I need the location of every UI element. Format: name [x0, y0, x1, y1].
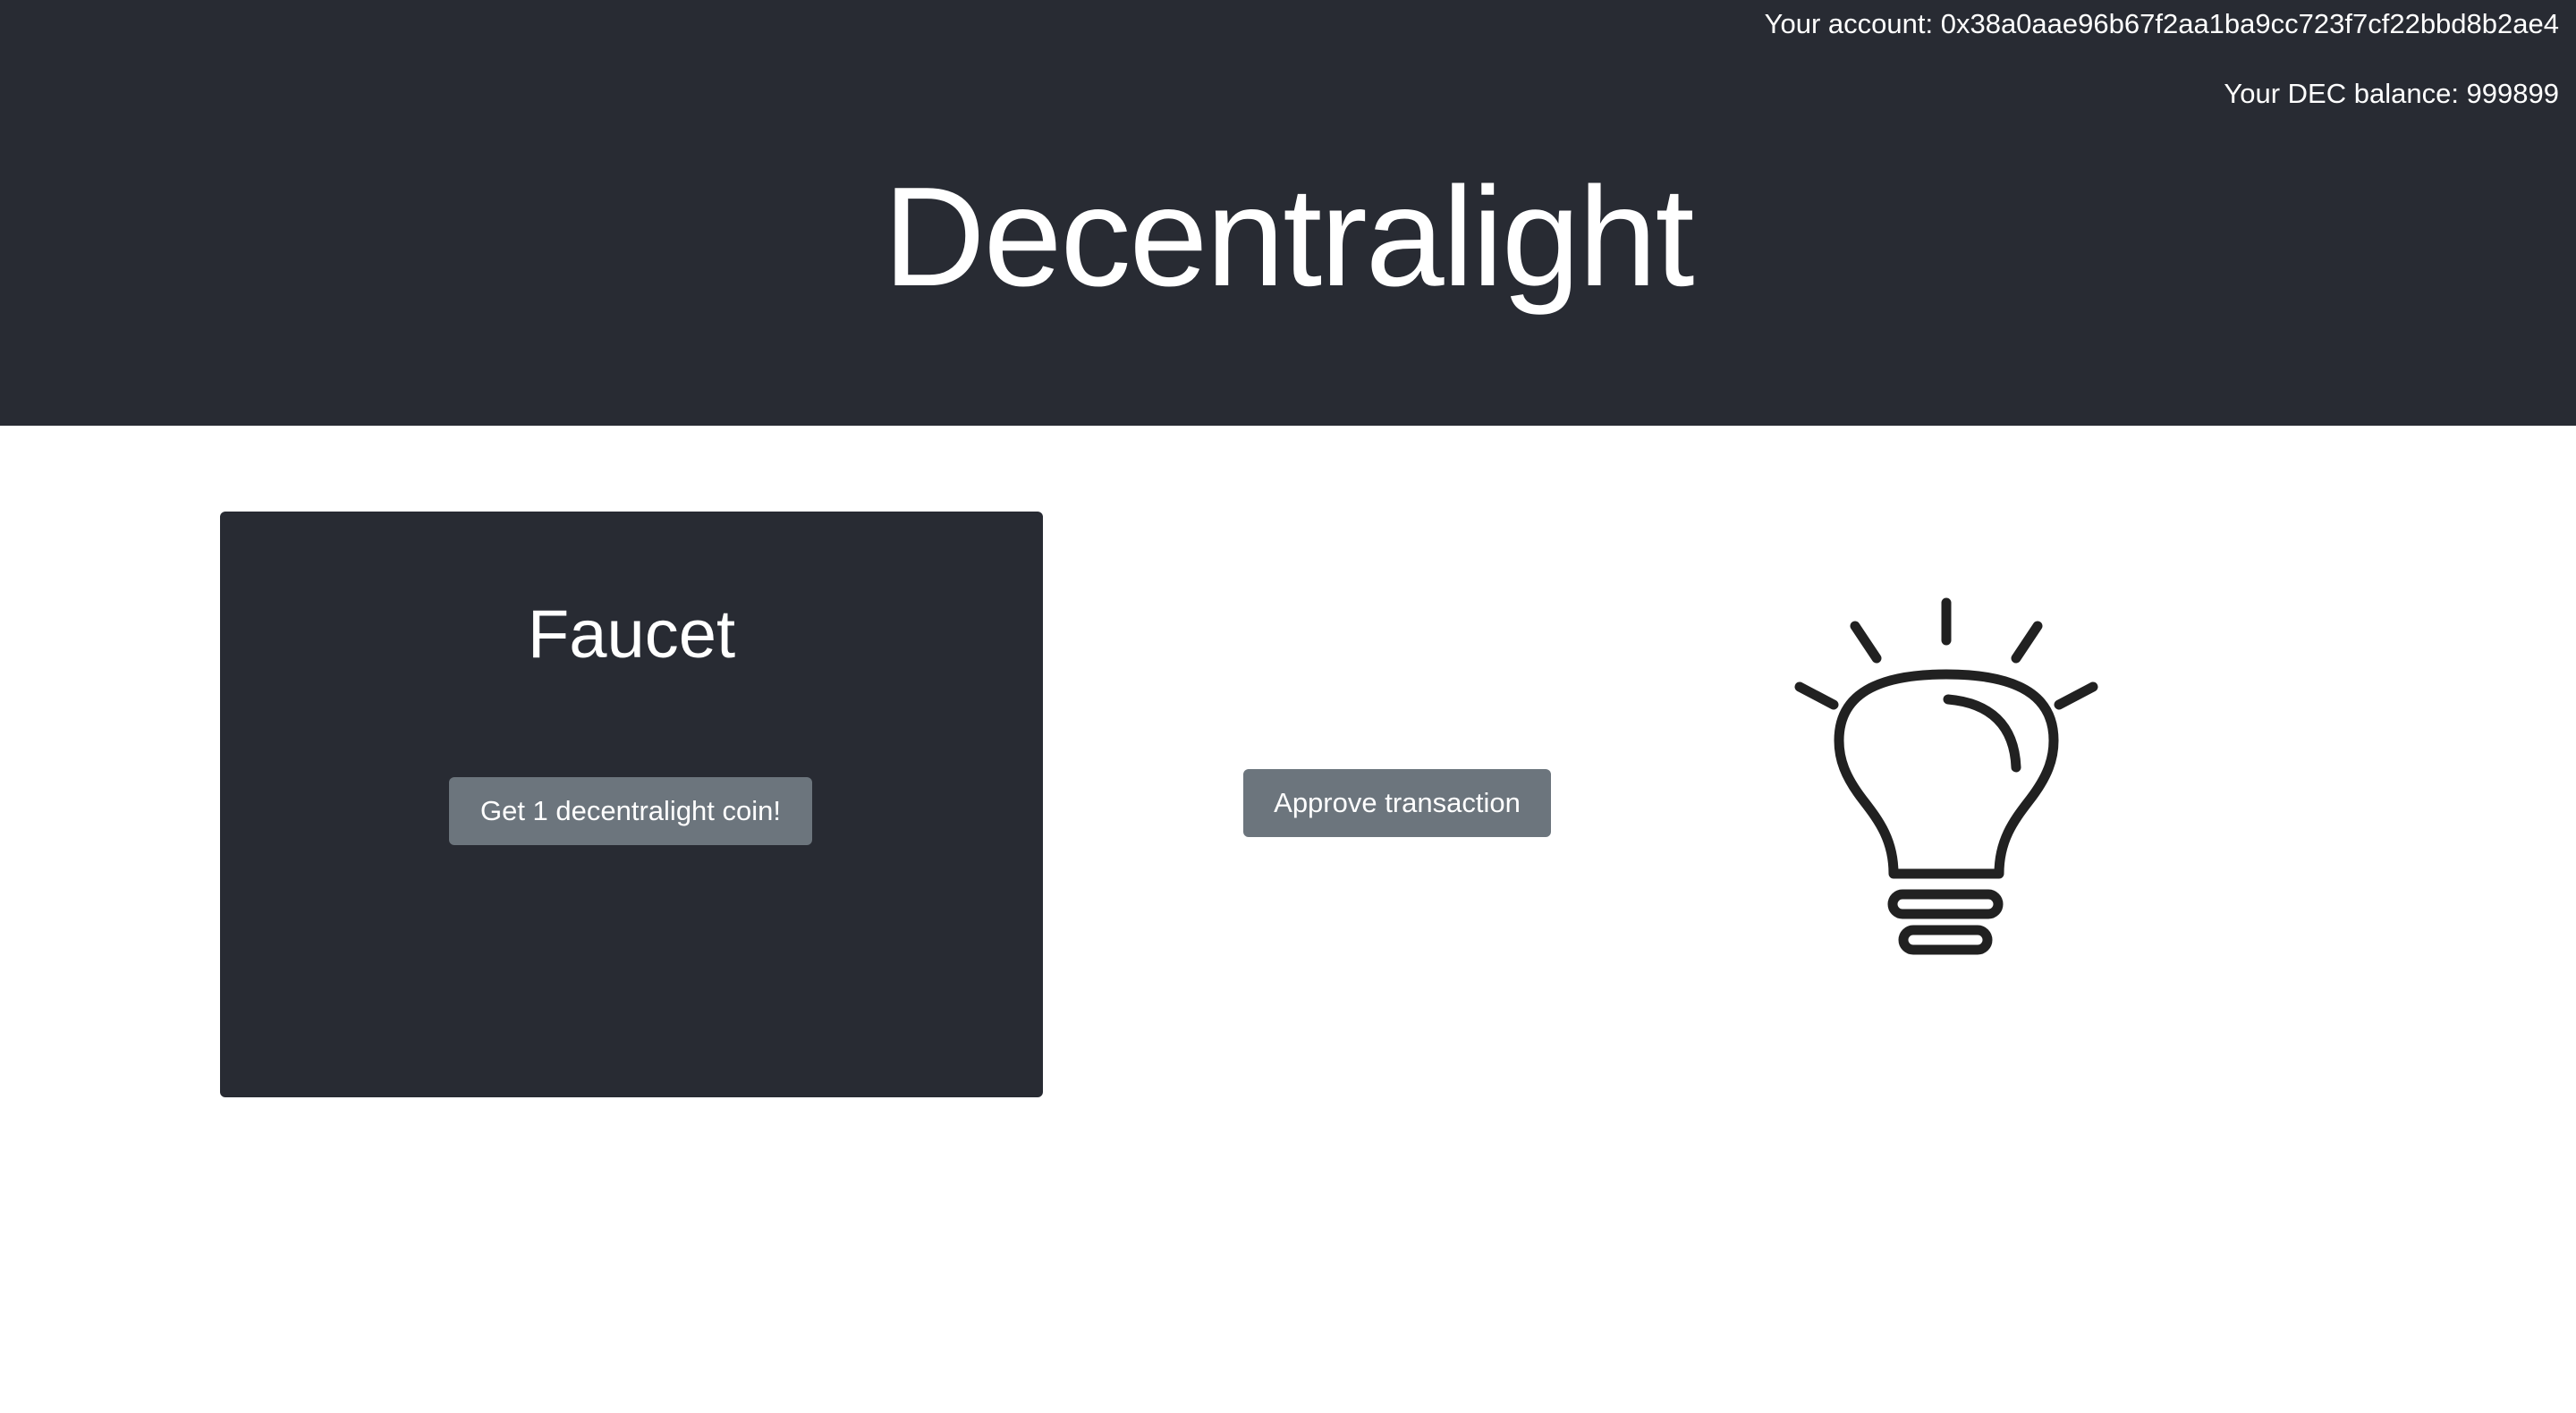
faucet-title: Faucet: [527, 597, 736, 673]
lightbulb-icon: [1794, 597, 2098, 955]
site-header: Your account: 0x38a0aae96b67f2aa1ba9cc72…: [0, 0, 2576, 426]
dec-balance: Your DEC balance: 999899: [2224, 78, 2559, 109]
account-info: Your account: 0x38a0aae96b67f2aa1ba9cc72…: [1307, 9, 2559, 109]
faucet-card: Faucet Get 1 decentralight coin!: [220, 512, 1043, 1097]
site-title: Decentralight: [883, 158, 1695, 316]
approve-transaction-button[interactable]: Approve transaction: [1243, 769, 1551, 837]
get-coin-button[interactable]: Get 1 decentralight coin!: [449, 777, 812, 845]
account-address: Your account: 0x38a0aae96b67f2aa1ba9cc72…: [1764, 8, 2559, 39]
